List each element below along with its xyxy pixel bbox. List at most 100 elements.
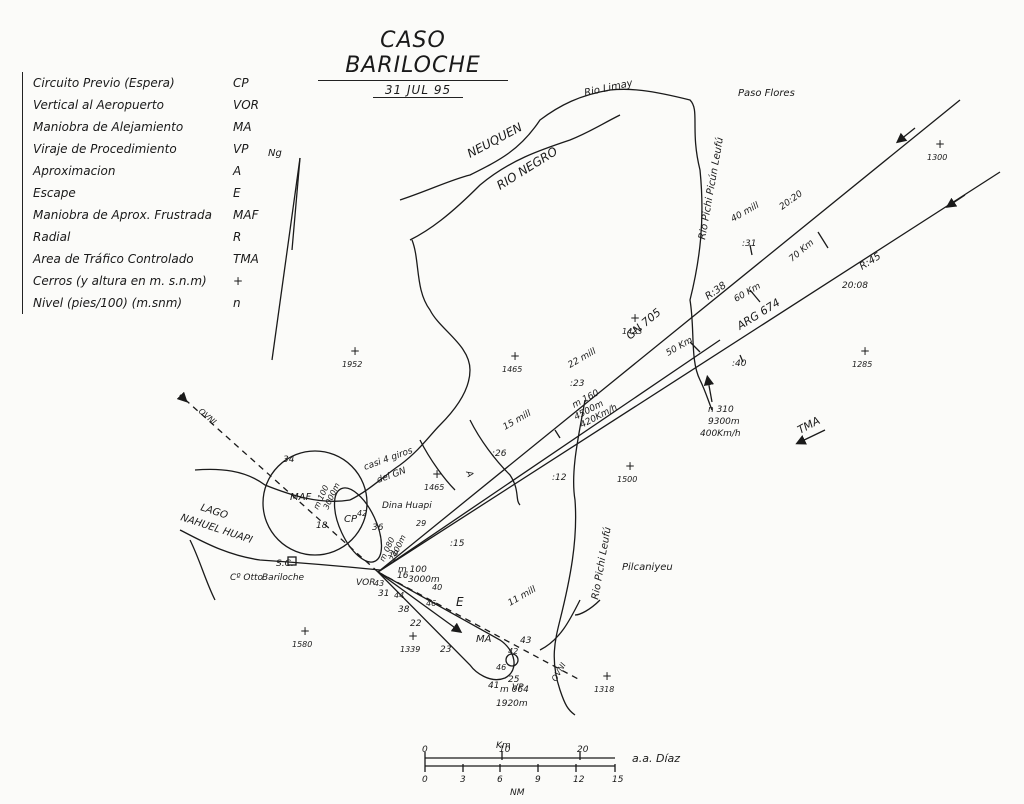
flight-label-km60: 60 Km [733, 281, 763, 304]
flight-label-n31: 31 [378, 589, 389, 599]
peak-marker: +1318 [594, 669, 614, 694]
peak-altitude: 1423 [622, 327, 642, 336]
flight-label-n36: 36 [372, 523, 384, 533]
bariloche-marker [287, 556, 297, 566]
tick-mark [749, 289, 761, 303]
river-neuquen-label: NEUQUEN [465, 120, 525, 161]
flight-label-e: E [456, 595, 464, 609]
ovni-track-se [377, 571, 581, 681]
map-title: CASO BARILOCHE 31 JUL 95 [318, 28, 508, 98]
peak-altitude: 1318 [594, 685, 614, 694]
ovni-arrow-nw [176, 391, 188, 403]
title-date: 31 JUL 95 [373, 83, 463, 98]
flight-label-c46: 46 [426, 599, 436, 608]
scale-nm-tick: 0 [422, 775, 428, 785]
flight-label-min26: :26 [492, 449, 507, 459]
flight-label-n18: 18 [316, 521, 328, 531]
flight-label-min15: :15 [450, 539, 465, 549]
flight-label-mill40: 40 mill [730, 200, 762, 224]
tick-mark [554, 429, 561, 439]
peak-marker: +1580 [292, 624, 312, 649]
scale-bar [424, 752, 616, 772]
legend-abbr: + [233, 274, 244, 288]
peak-cross-icon: + [510, 349, 520, 363]
legend-abbr: CP [233, 76, 249, 90]
flight-label-mill15: 15 mill [502, 408, 534, 432]
legend-abbr: VOR [233, 98, 259, 112]
flight-label-c42b: 42 [508, 647, 518, 656]
scale-nm-label: NM [510, 788, 525, 798]
maf-circle [262, 450, 368, 556]
cp-pattern [333, 487, 383, 563]
flight-label-m100c: m 100 [398, 565, 427, 575]
peak-cross-icon: + [860, 344, 870, 358]
arrow-gn705 [895, 127, 916, 144]
flight-label-n43: 43 [520, 636, 532, 646]
scale-km-tick: 0 [422, 745, 428, 755]
flight-label-c44: 44 [394, 591, 404, 600]
scale-nm-tick: 6 [497, 775, 503, 785]
flight-label-m064a: m 064 [500, 685, 529, 695]
peak-altitude: 1300 [927, 153, 947, 162]
legend-abbr: VP [233, 142, 249, 156]
peak-marker: +1339 [400, 629, 420, 654]
north-arrow-line [271, 157, 301, 361]
flight-label-n25: 25 [508, 675, 520, 685]
flight-label-min23: :23 [570, 379, 585, 389]
flight-label-casi2: del GN [376, 466, 408, 486]
scale-nm-tick: 3 [460, 775, 466, 785]
peak-marker: +1465 [502, 349, 522, 374]
legend-label: Nivel (pies/100) (m.snm) [33, 296, 183, 310]
legend-abbr: E [233, 186, 241, 200]
flight-label-m100d: 3000m [408, 575, 440, 585]
flight-label-n41: 41 [488, 681, 499, 691]
river-main [349, 239, 471, 501]
flight-label-c43: 43 [374, 579, 384, 588]
scale-km-tick: 10 [499, 745, 511, 755]
peak-cross-icon: + [630, 311, 640, 325]
stream-3 [574, 599, 601, 616]
legend-label: Aproximacion [33, 164, 116, 178]
flight-label-n34: 34 [283, 455, 295, 465]
tma-arrow [795, 429, 826, 445]
cerro-otto-label: Cº Otto [230, 573, 264, 583]
river-limay [399, 88, 713, 411]
peak-marker: +1952 [342, 344, 362, 369]
river-pichi-trib [539, 599, 581, 651]
title-text: CASO BARILOCHE [318, 28, 508, 81]
flight-label-min40: :40 [732, 359, 747, 369]
peak-cross-icon: + [625, 459, 635, 473]
legend-label: Area de Tráfico Controlado [33, 252, 194, 266]
flight-label-n16: 16 [397, 571, 409, 581]
flight-label-m064b: 1920m [496, 699, 528, 709]
flight-label-n22: 22 [410, 619, 422, 629]
legend-abbr: MA [233, 120, 252, 134]
pilcaniyeu-label: Pilcaniyeu [622, 562, 673, 573]
legend-row: Circuito Previo (Espera)CP [33, 72, 273, 94]
legend-label: Radial [33, 230, 71, 244]
legend-label: Maniobra de Aprox. Frustrada [33, 208, 213, 222]
river-negro [409, 114, 621, 241]
river-pichi-label: Rio Pichi Leufú [589, 526, 614, 601]
lake-shore-west [189, 539, 216, 601]
flight-label-n310: n 310 [708, 405, 734, 415]
flight-label-n38: 38 [398, 605, 410, 615]
river-picun-label: Rio Pichi Picún Leufú [696, 136, 726, 240]
legend-label: Escape [33, 186, 76, 200]
legend-row: Nivel (pies/100) (m.snm)n [33, 292, 273, 314]
ovni-track-nw [179, 394, 379, 573]
peak-cross-icon: + [432, 467, 442, 481]
lake-shore-north [194, 468, 351, 502]
peak-marker: +1500 [617, 459, 637, 484]
tick-mark [749, 244, 753, 256]
flight-label-c29: 29 [416, 519, 426, 528]
legend-label: Vertical al Aeropuerto [33, 98, 164, 112]
flight-label-mill11: 11 mill [507, 584, 539, 608]
scale-km-tick: 20 [577, 745, 589, 755]
peak-altitude: 1339 [400, 645, 420, 654]
scale-nm-tick: 9 [535, 775, 541, 785]
flight-label-time2008: 20:08 [842, 281, 868, 291]
